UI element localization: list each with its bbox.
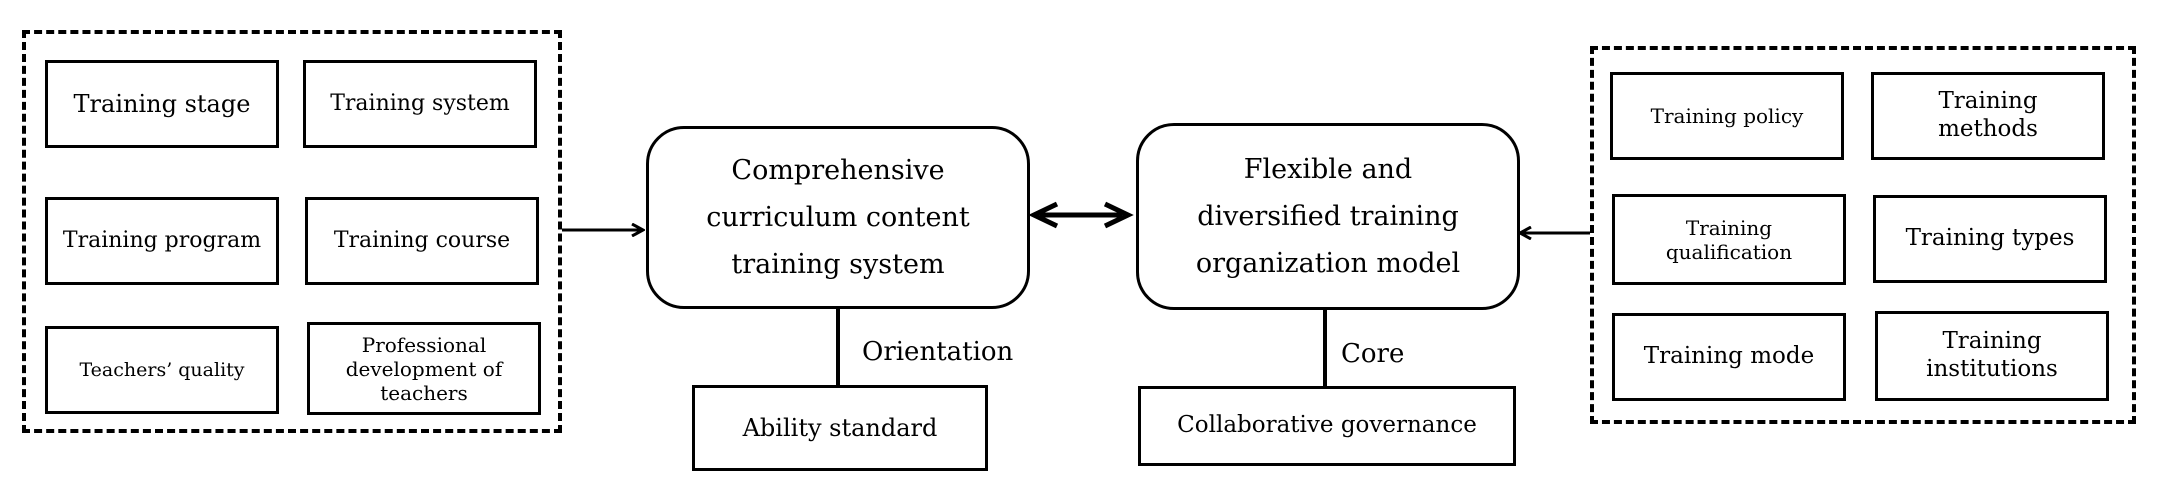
professional-development-box: Professional development of teachers [307,322,541,415]
bidirectional-arrow [1028,201,1134,229]
training-organization-model-box: Flexible and diversified training organi… [1136,123,1520,310]
right-factors-group [1590,46,2136,424]
training-methods-label: Training methods [1938,88,2038,142]
orientation-label: Orientation [862,337,1014,367]
training-types-label: Training types [1905,225,2075,252]
teachers-quality-label: Teachers’ quality [79,358,245,381]
training-stage-label: Training stage [73,89,251,118]
training-institutions-label: Training institutions [1926,328,2058,382]
training-course-box: Training course [305,197,539,285]
training-institutions-box: Training institutions [1875,311,2109,401]
training-system-label: Training system [330,90,510,116]
curriculum-training-system-label: Comprehensive curriculum content trainin… [706,154,970,281]
training-qualification-box: Training qualification [1612,194,1846,285]
core-label: Core [1341,339,1405,369]
training-mode-box: Training mode [1612,313,1846,401]
training-program-box: Training program [45,197,279,285]
training-course-label: Training course [333,227,511,253]
training-qualification-label: Training qualification [1665,215,1793,264]
training-types-box: Training types [1873,195,2107,283]
ability-standard-box: Ability standard [692,385,988,471]
training-methods-box: Training methods [1871,72,2105,160]
training-policy-box: Training policy [1610,72,1844,160]
curriculum-training-system-box: Comprehensive curriculum content trainin… [646,126,1030,309]
training-program-label: Training program [62,227,262,253]
collaborative-governance-label: Collaborative governance [1177,412,1477,439]
training-policy-label: Training policy [1650,104,1804,128]
training-system-box: Training system [303,60,537,148]
training-organization-model-label: Flexible and diversified training organi… [1195,153,1461,280]
teachers-quality-box: Teachers’ quality [45,326,279,414]
collaborative-governance-box: Collaborative governance [1138,386,1516,466]
ability-standard-label: Ability standard [742,413,938,442]
left-factors-group [22,30,562,433]
training-stage-box: Training stage [45,60,279,148]
training-mode-label: Training mode [1643,343,1815,370]
professional-development-label: Professional development of teachers [345,332,503,405]
